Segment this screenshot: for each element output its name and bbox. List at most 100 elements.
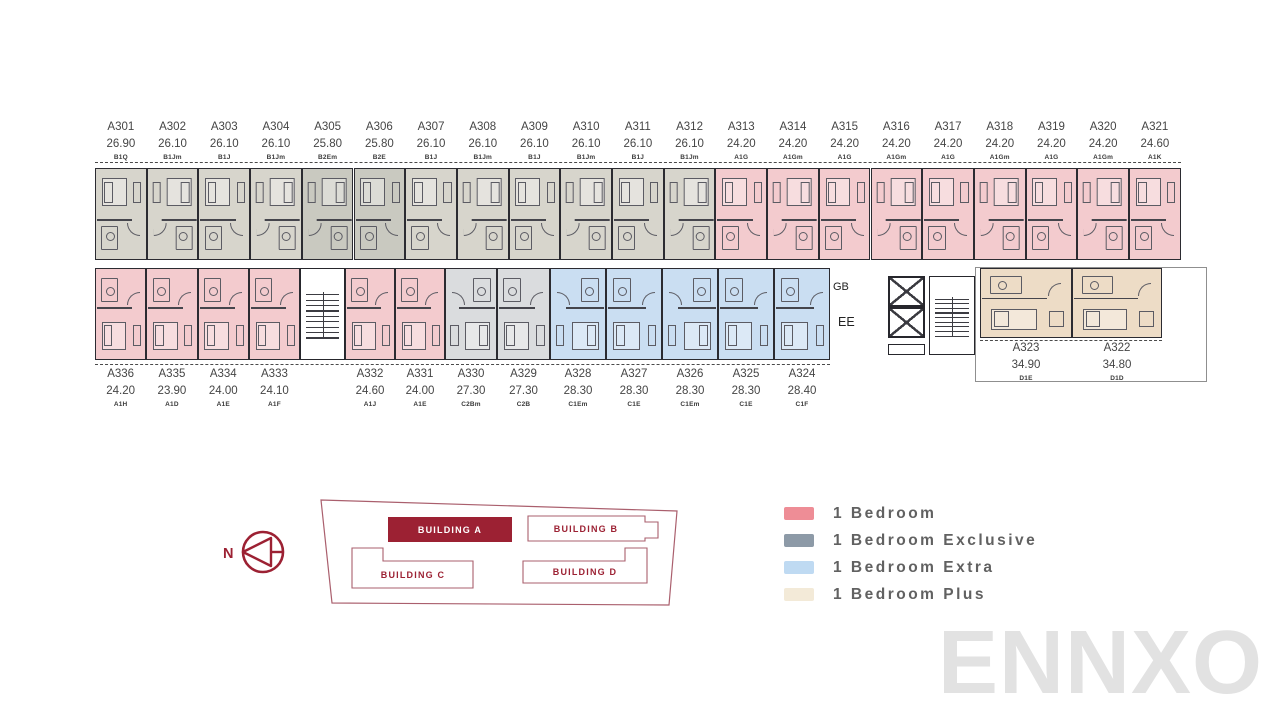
core-label-gb: GB [833, 281, 849, 293]
unit-a323 [980, 268, 1072, 338]
unit-a324 [774, 268, 830, 360]
unit-interior-drawing [552, 270, 604, 358]
unit-a319 [1025, 168, 1078, 260]
unit-interior-drawing [1131, 170, 1179, 258]
unit-a312 [663, 168, 716, 260]
unit-a307 [405, 168, 457, 260]
unit-interior-drawing [664, 270, 716, 358]
service-shaft [888, 344, 925, 355]
keymap-building-c-shape[interactable] [351, 547, 474, 589]
legend-label: 1 Bedroom Plus [833, 585, 986, 603]
unit-interior-drawing [510, 170, 559, 258]
unit-a330 [445, 268, 497, 360]
elevator-shaft [888, 307, 925, 338]
stairwell [300, 268, 345, 360]
unit-interior-drawing [199, 270, 247, 358]
unit-a302 [146, 168, 199, 260]
keymap-building-b-label[interactable]: BUILDING B [554, 524, 619, 534]
legend-label: 1 Bedroom Extra [833, 558, 995, 576]
balcony-dashed-line-top [95, 162, 1181, 163]
unit-a316 [870, 168, 923, 260]
unit-interior-drawing [1079, 170, 1127, 258]
unit-interior-drawing [608, 270, 660, 358]
legend-swatch [784, 534, 814, 547]
core-label-ee: EE [838, 315, 855, 329]
building-edge-outline [975, 267, 1207, 382]
unit-interior-drawing [720, 270, 772, 358]
unit-a320 [1077, 168, 1129, 260]
unit-a311 [612, 168, 664, 260]
unit-a303 [198, 168, 251, 260]
legend-label: 1 Bedroom Exclusive [833, 531, 1038, 549]
unit-interior-drawing [976, 170, 1024, 258]
unit-interior-drawing [355, 170, 404, 258]
keymap-building-d-label[interactable]: BUILDING D [553, 567, 618, 577]
north-label: N [223, 546, 233, 562]
north-compass: N [223, 530, 285, 574]
unit-a331 [395, 268, 445, 360]
unit-interior-drawing [666, 170, 714, 258]
keymap-building-d-shape[interactable] [522, 547, 648, 584]
unit-interior-drawing [499, 270, 548, 358]
keymap-building-b-shape[interactable] [527, 515, 659, 542]
unit-a313 [715, 168, 768, 260]
unit-a317 [922, 168, 974, 260]
legend-swatch [784, 507, 814, 520]
unit-a305 [301, 168, 354, 260]
legend-item: 1 Bedroom Plus [784, 581, 1037, 608]
legend-swatch [784, 561, 814, 574]
watermark: ENNXO [938, 613, 1264, 710]
unit-interior-drawing [1074, 270, 1160, 336]
unit-interior-drawing [614, 170, 662, 258]
unit-a315 [818, 168, 871, 260]
unit-interior-drawing [562, 170, 610, 258]
unit-a332 [345, 268, 395, 360]
keymap-building-a-shape[interactable] [388, 517, 512, 542]
unit-a321 [1129, 168, 1181, 260]
compass-arrow-icon [241, 536, 273, 568]
unit-interior-drawing [447, 270, 495, 358]
unit-interior-drawing [717, 170, 765, 258]
keymap-building-c-label[interactable]: BUILDING C [381, 570, 446, 580]
unit-a306 [353, 168, 406, 260]
legend-item: 1 Bedroom [784, 500, 1037, 527]
balcony-dashed-line-beige [980, 340, 1162, 341]
unit-interior-drawing [149, 170, 197, 258]
unit-interior-drawing [776, 270, 828, 358]
balcony-dashed-line-bottom [95, 364, 830, 365]
unit-interior-drawing [250, 270, 298, 358]
legend-item: 1 Bedroom Extra [784, 554, 1037, 581]
stair-rail [952, 297, 954, 338]
unit-interior-drawing [200, 170, 248, 258]
legend-item: 1 Bedroom Exclusive [784, 527, 1037, 554]
elevator-shaft [888, 276, 925, 307]
unit-a333 [248, 268, 300, 360]
legend-label: 1 Bedroom [833, 504, 937, 522]
unit-interior-drawing [459, 170, 507, 258]
keymap-building-a-label[interactable]: BUILDING A [418, 525, 482, 535]
unit-interior-drawing [97, 170, 145, 258]
